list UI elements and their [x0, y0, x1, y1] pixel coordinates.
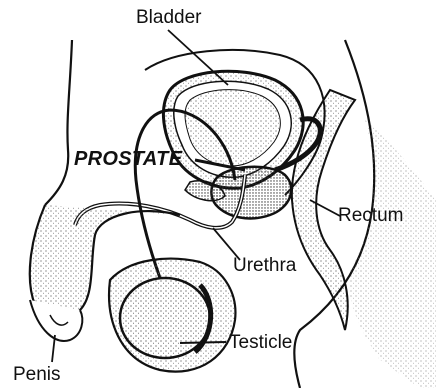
testicle-label: Testicle [229, 333, 292, 352]
penis-label: Penis [13, 365, 61, 384]
rectum-inner-stipple [349, 120, 436, 388]
testicle-leader [180, 342, 226, 343]
prostate-label: PROSTATE [74, 149, 182, 169]
bladder-label: Bladder [136, 8, 202, 27]
abdominal-wall [45, 40, 72, 205]
testicle-shape [120, 278, 210, 358]
rectum-label: Rectum [338, 206, 403, 225]
urethra-label: Urethra [233, 256, 296, 275]
